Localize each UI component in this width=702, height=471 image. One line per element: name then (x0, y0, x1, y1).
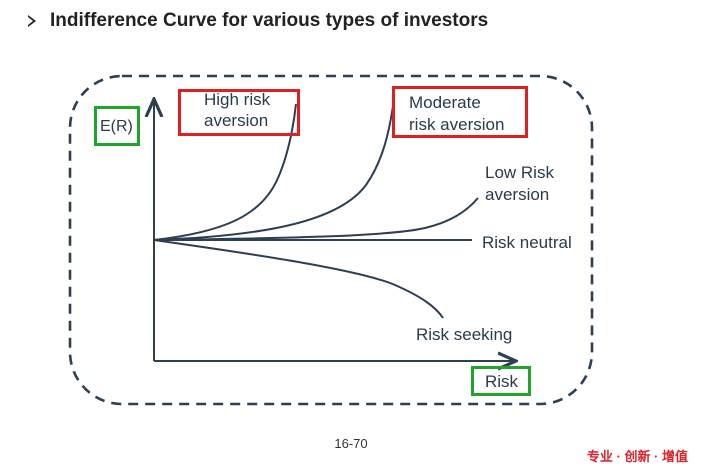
risk-seeking-curve (153, 239, 444, 319)
x-axis-label: Risk (485, 372, 519, 391)
brand-slogan: 专业 · 创新 · 增值 (586, 449, 688, 464)
low-risk-label-line1: Low Risk (485, 163, 554, 182)
high-risk-aversion-curve (153, 103, 297, 241)
moderate-risk-aversion-curve (153, 105, 394, 241)
page-number: 16-70 (334, 436, 368, 451)
high-risk-highlight-box (178, 89, 300, 136)
arrow-bullet-icon (28, 15, 36, 27)
slide-heading: Indifference Curve for various types of … (28, 10, 488, 32)
slide-title: Indifference Curve for various types of … (50, 10, 489, 31)
x-axis-label-box (471, 366, 531, 396)
moderate-risk-label-line2: risk aversion (409, 115, 505, 134)
moderate-risk-highlight-box (392, 86, 528, 138)
high-risk-label-line2: aversion (204, 111, 269, 130)
risk-neutral-label: Risk neutral (482, 233, 572, 252)
y-axis-label: E(R) (100, 118, 133, 135)
low-risk-aversion-curve (153, 197, 479, 241)
risk-seeking-label: Risk seeking (416, 325, 513, 344)
dashed-frame (68, 74, 594, 406)
high-risk-label-line1: High risk (204, 90, 271, 109)
moderate-risk-label-line1: Moderate (409, 93, 481, 112)
y-axis-label-box (94, 106, 140, 146)
low-risk-label-line2: aversion (485, 185, 550, 204)
